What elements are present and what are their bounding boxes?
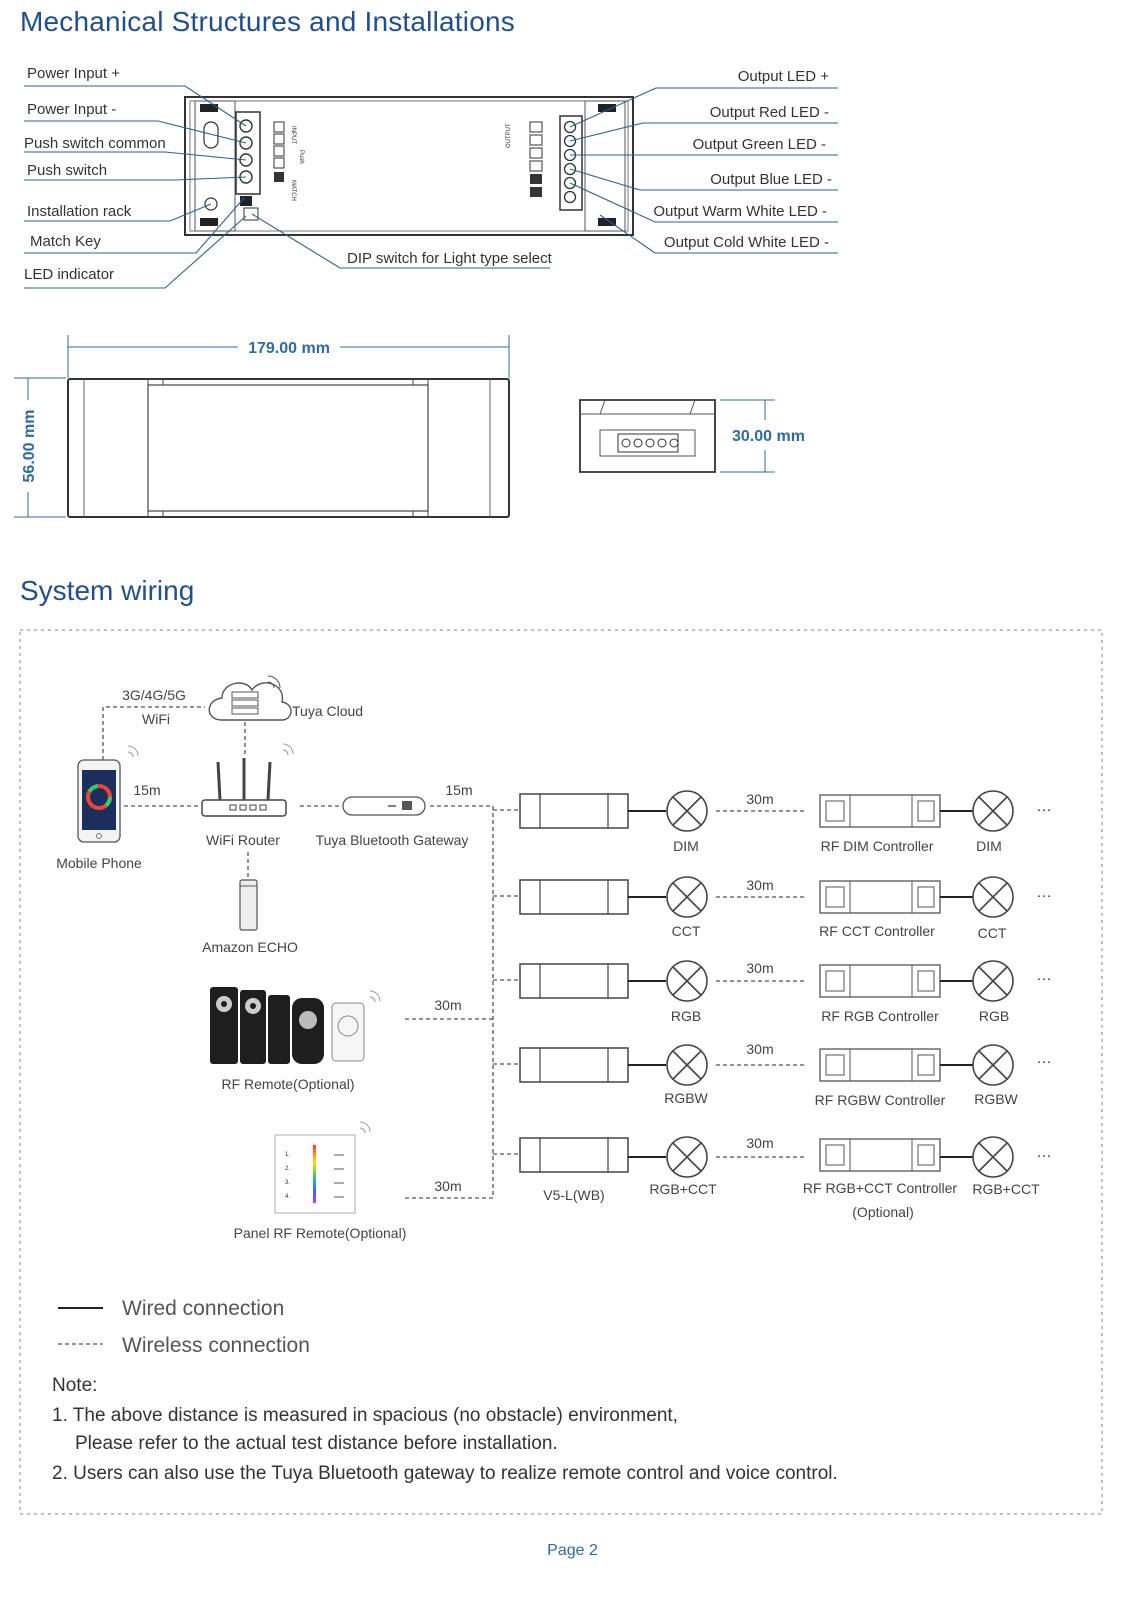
- dist-phone-router: 15m: [133, 782, 160, 798]
- row2-distance: 30m: [746, 877, 773, 893]
- note-item-1: 1. The above distance is measured in spa…: [52, 1405, 678, 1426]
- dip-callout-line: [251, 213, 550, 269]
- mobile-phone-icon: [77, 745, 139, 843]
- row1-lamp2: DIM: [976, 838, 1002, 854]
- label-power-input-minus: Power Input -: [27, 101, 116, 118]
- note-title: Note:: [52, 1375, 98, 1396]
- row4-ellipsis: ···: [1037, 1053, 1052, 1070]
- row1-controller: RF DIM Controller: [821, 838, 934, 854]
- wiring-row-rgbcct: [519, 1136, 1014, 1178]
- row4-controller: RF RGBW Controller: [815, 1092, 946, 1108]
- device-end-view: [579, 399, 775, 473]
- row1-distance: 30m: [746, 791, 773, 807]
- label-output-green: Output Green LED -: [693, 136, 826, 153]
- label-power-input-plus: Power Input +: [27, 65, 120, 82]
- row2-controller: RF CCT Controller: [819, 923, 935, 939]
- row2-lamp2: CCT: [978, 925, 1007, 941]
- label-output-blue: Output Blue LED -: [710, 171, 832, 188]
- bluetooth-gateway-icon: [342, 796, 426, 816]
- device-input-text: INPUT: [290, 126, 296, 144]
- label-match-key: Match Key: [30, 233, 101, 250]
- bus-branches: [493, 809, 520, 1155]
- row3-ellipsis: ···: [1037, 970, 1052, 987]
- label-output-red: Output Red LED -: [710, 104, 829, 121]
- label-push-switch: Push switch: [27, 162, 107, 179]
- wiring-row-dim: [519, 790, 1014, 832]
- legend-wireless-text: Wireless connection: [122, 1334, 310, 1357]
- row5-controller: RF RGB+CCT Controller: [803, 1180, 958, 1196]
- label-dip-switch: DIP switch for Light type select: [347, 250, 553, 267]
- device-top-view: INPUT Push MATCH OUTPUT: [184, 96, 634, 236]
- row5-ellipsis: ···: [1037, 1147, 1052, 1164]
- label-wifi-router: WiFi Router: [206, 832, 280, 848]
- dist-gateway: 15m: [445, 782, 472, 798]
- panel-remote-icon: [274, 1121, 371, 1214]
- device-match-text: MATCH: [290, 180, 296, 201]
- amazon-echo-icon: [239, 879, 258, 931]
- panel-key-4: 4.: [285, 1194, 290, 1200]
- label-output-cold-white: Output Cold White LED -: [664, 234, 829, 251]
- label-device-model: V5-L(WB): [543, 1187, 604, 1203]
- rf-remote-icon: [210, 987, 381, 1064]
- row3-controller: RF RGB Controller: [821, 1008, 939, 1024]
- label-output-warm-white: Output Warm White LED -: [653, 203, 827, 220]
- dimension-height: 30.00 mm: [732, 428, 805, 445]
- section-title-wiring: System wiring: [20, 575, 195, 606]
- row5-controller-note: (Optional): [852, 1204, 913, 1220]
- wiring-row-cct: [519, 876, 1014, 918]
- legend-wired-text: Wired connection: [122, 1297, 284, 1320]
- row1-lamp: DIM: [673, 838, 699, 854]
- wiring-frame: [19, 629, 1103, 1515]
- device-push-text: Push: [298, 150, 304, 164]
- dimension-length: 179.00 mm: [248, 340, 330, 357]
- row1-ellipsis: ···: [1037, 801, 1052, 818]
- note-item-2: 2. Users can also use the Tuya Bluetooth…: [52, 1463, 838, 1484]
- device-output-text: OUTPUT: [506, 123, 512, 148]
- note-item-1-continued: Please refer to the actual test distance…: [75, 1433, 558, 1454]
- row5-lamp: RGB+CCT: [649, 1181, 717, 1197]
- row4-distance: 30m: [746, 1041, 773, 1057]
- label-panel-remote: Panel RF Remote(Optional): [234, 1225, 407, 1241]
- panel-key-1: 1.: [285, 1152, 290, 1158]
- row4-lamp: RGBW: [664, 1090, 708, 1106]
- label-rf-remote: RF Remote(Optional): [221, 1076, 354, 1092]
- label-led-indicator: LED indicator: [24, 266, 114, 283]
- dist-panel: 30m: [434, 1178, 461, 1194]
- row5-distance: 30m: [746, 1135, 773, 1151]
- label-3g4g5g: 3G/4G/5G: [122, 687, 186, 703]
- row2-ellipsis: ···: [1037, 887, 1052, 904]
- label-mobile-phone: Mobile Phone: [56, 855, 142, 871]
- row3-lamp2: RGB: [979, 1008, 1009, 1024]
- wiring-row-rgb: [519, 960, 1014, 1002]
- row3-distance: 30m: [746, 960, 773, 976]
- label-push-switch-common: Push switch common: [24, 135, 166, 152]
- panel-key-2: 2.: [285, 1166, 290, 1172]
- device-side-view: [14, 335, 510, 518]
- wifi-router-icon: [201, 743, 294, 817]
- label-output-led-plus: Output LED +: [738, 68, 830, 85]
- panel-key-3: 3.: [285, 1180, 290, 1186]
- left-callout-lines: [24, 85, 247, 289]
- cloud-icon: [208, 675, 292, 721]
- page-number: Page 2: [547, 1542, 598, 1559]
- label-tuya-cloud: Tuya Cloud: [292, 703, 363, 719]
- cloud-phone-link: [102, 706, 205, 760]
- wiring-row-rgbw: [519, 1044, 1014, 1086]
- row5-lamp2: RGB+CCT: [972, 1181, 1040, 1197]
- right-callout-lines: [569, 87, 838, 254]
- label-installation-rack: Installation rack: [27, 203, 132, 220]
- row4-lamp2: RGBW: [974, 1091, 1018, 1107]
- label-bluetooth-gateway: Tuya Bluetooth Gateway: [316, 832, 469, 848]
- row2-lamp: CCT: [672, 923, 701, 939]
- dimension-width: 56.00 mm: [21, 410, 38, 483]
- row3-lamp: RGB: [671, 1008, 701, 1024]
- label-wifi: WiFi: [142, 711, 170, 727]
- label-amazon-echo: Amazon ECHO: [202, 939, 298, 955]
- dist-remote: 30m: [434, 997, 461, 1013]
- section-title-mechanical: Mechanical Structures and Installations: [20, 6, 515, 37]
